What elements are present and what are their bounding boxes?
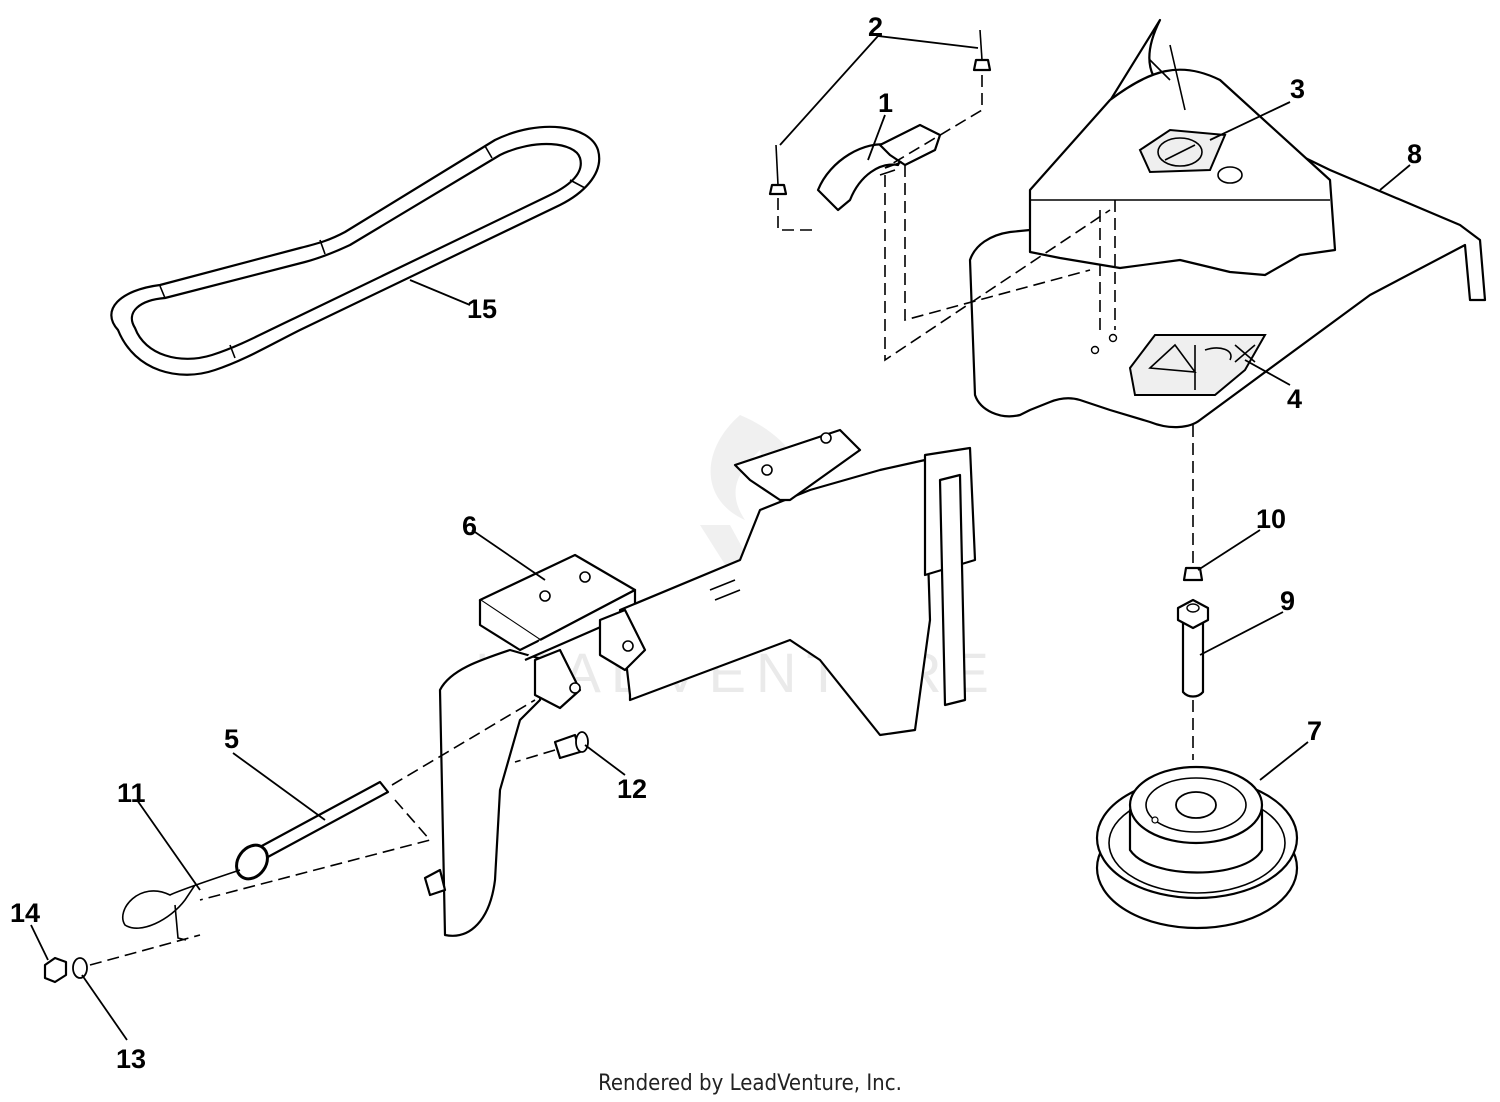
callout-14: 14: [10, 898, 40, 928]
callout-12: 12: [617, 774, 647, 804]
rivet-part-2: [768, 29, 992, 196]
grease-fitting-part-10: [1182, 566, 1204, 582]
washer-part-13: [72, 957, 88, 979]
decal-part-3: [1138, 128, 1227, 174]
pin-part-5: [235, 780, 390, 881]
bracket-part-6: [423, 428, 977, 937]
callout-5: 5: [224, 724, 239, 754]
callout-8: 8: [1407, 139, 1422, 169]
footer-credit: Rendered by LeadVenture, Inc.: [598, 1071, 902, 1096]
callout-15: 15: [467, 294, 497, 324]
callout-7: 7: [1307, 716, 1322, 746]
latch-part-1: [816, 123, 942, 212]
pulley-part-7: [1095, 765, 1299, 930]
leader-lines: [30, 35, 1411, 1041]
belt-part-15: [110, 125, 601, 376]
nut-part-14: [43, 956, 68, 984]
cover-part-8: [968, 18, 1487, 429]
callout-3: 3: [1290, 74, 1305, 104]
callout-11: 11: [117, 778, 146, 808]
callout-10: 10: [1256, 504, 1286, 534]
callout-2: 2: [868, 12, 883, 42]
bolt-part-12: [553, 731, 589, 760]
callouts: 1 2 3 4 5 6 7 8 9 10 11 12 13 14 15: [10, 12, 1422, 1074]
callout-6: 6: [462, 511, 477, 541]
callout-9: 9: [1280, 586, 1295, 616]
callout-4: 4: [1287, 384, 1302, 414]
bolt-part-9: [1176, 598, 1210, 698]
callout-1: 1: [878, 88, 893, 118]
decal-part-4: [1128, 334, 1267, 396]
lanyard-part-11: [122, 869, 241, 941]
callout-13: 13: [116, 1044, 146, 1074]
